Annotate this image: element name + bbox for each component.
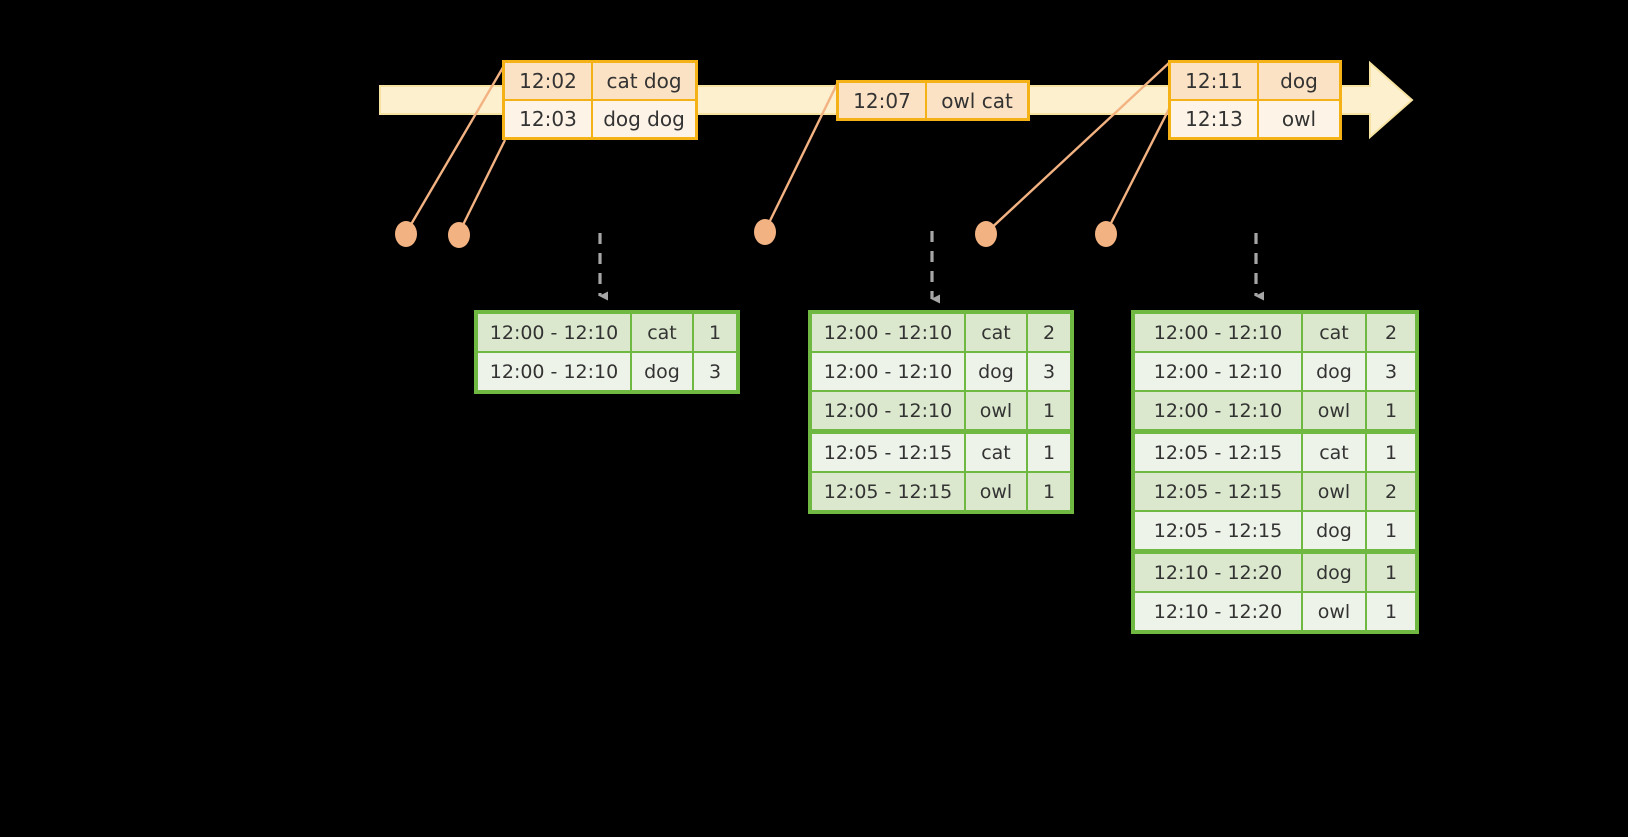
cell-word: dog <box>1303 512 1365 549</box>
event-time: 12:03 <box>505 101 593 137</box>
dot-12-11 <box>975 221 997 247</box>
cell-count: 1 <box>1028 392 1070 429</box>
cell-window: 12:00 - 12:10 <box>812 314 964 351</box>
cell-word: dog <box>966 353 1026 390</box>
cell-count: 1 <box>694 314 736 351</box>
cell-word: cat <box>1303 434 1365 471</box>
cell-word: dog <box>1303 554 1365 591</box>
event-value: owl <box>1259 101 1339 137</box>
event-group-1[interactable]: 12:02 cat dog 12:03 dog dog <box>502 60 698 140</box>
cell-count: 1 <box>1367 554 1415 591</box>
cell-window: 12:00 - 12:10 <box>478 353 630 390</box>
event-group-2[interactable]: 12:07 owl cat <box>836 80 1030 121</box>
cell-window: 12:10 - 12:20 <box>1135 554 1301 591</box>
cell-count: 1 <box>1367 392 1415 429</box>
cell-count: 2 <box>1028 314 1070 351</box>
cell-count: 3 <box>694 353 736 390</box>
cell-window: 12:10 - 12:20 <box>1135 593 1301 630</box>
cell-window: 12:00 - 12:10 <box>1135 314 1301 351</box>
cell-window: 12:05 - 12:15 <box>1135 434 1301 471</box>
event-time: 12:07 <box>839 83 927 118</box>
cell-word: cat <box>1303 314 1365 351</box>
cell-count: 3 <box>1028 353 1070 390</box>
cell-window: 12:00 - 12:10 <box>812 392 964 429</box>
cell-window: 12:00 - 12:10 <box>1135 353 1301 390</box>
event-row[interactable]: 12:02 cat dog <box>505 63 695 99</box>
event-time: 12:02 <box>505 63 593 99</box>
event-time: 12:11 <box>1171 63 1259 99</box>
event-value: dog <box>1259 63 1339 99</box>
cell-count: 2 <box>1367 473 1415 510</box>
cell-window: 12:05 - 12:15 <box>812 434 964 471</box>
cell-word: owl <box>1303 392 1365 429</box>
cell-count: 2 <box>1367 314 1415 351</box>
cell-word: cat <box>966 434 1026 471</box>
dot-12-07 <box>754 219 776 245</box>
cell-word: dog <box>1303 353 1365 390</box>
cell-window: 12:05 - 12:15 <box>812 473 964 510</box>
cell-window: 12:00 - 12:10 <box>1135 392 1301 429</box>
event-row[interactable]: 12:03 dog dog <box>505 99 695 137</box>
dot-12-13 <box>1095 221 1117 247</box>
cell-window: 12:05 - 12:15 <box>1135 473 1301 510</box>
event-value: dog dog <box>593 101 695 137</box>
cell-count: 1 <box>1028 473 1070 510</box>
cell-count: 1 <box>1367 434 1415 471</box>
event-row[interactable]: 12:07 owl cat <box>839 83 1027 118</box>
cell-word: owl <box>966 473 1026 510</box>
event-row[interactable]: 12:13 owl <box>1171 99 1339 137</box>
cell-word: owl <box>1303 473 1365 510</box>
event-value: owl cat <box>927 83 1027 118</box>
cell-word: owl <box>1303 593 1365 630</box>
cell-word: dog <box>632 353 692 390</box>
event-time: 12:13 <box>1171 101 1259 137</box>
cell-window: 12:00 - 12:10 <box>478 314 630 351</box>
cell-window: 12:05 - 12:15 <box>1135 512 1301 549</box>
event-group-3[interactable]: 12:11 dog 12:13 owl <box>1168 60 1342 140</box>
event-value: cat dog <box>593 63 695 99</box>
cell-count: 3 <box>1367 353 1415 390</box>
cell-word: cat <box>966 314 1026 351</box>
dot-12-02 <box>395 221 417 247</box>
event-dots <box>395 219 1117 248</box>
cell-word: owl <box>966 392 1026 429</box>
dot-12-03 <box>448 222 470 248</box>
cell-count: 1 <box>1028 434 1070 471</box>
cell-word: cat <box>632 314 692 351</box>
event-row[interactable]: 12:11 dog <box>1171 63 1339 99</box>
cell-count: 1 <box>1367 593 1415 630</box>
window-trigger-arrows <box>598 231 1264 304</box>
cell-count: 1 <box>1367 512 1415 549</box>
cell-window: 12:00 - 12:10 <box>812 353 964 390</box>
